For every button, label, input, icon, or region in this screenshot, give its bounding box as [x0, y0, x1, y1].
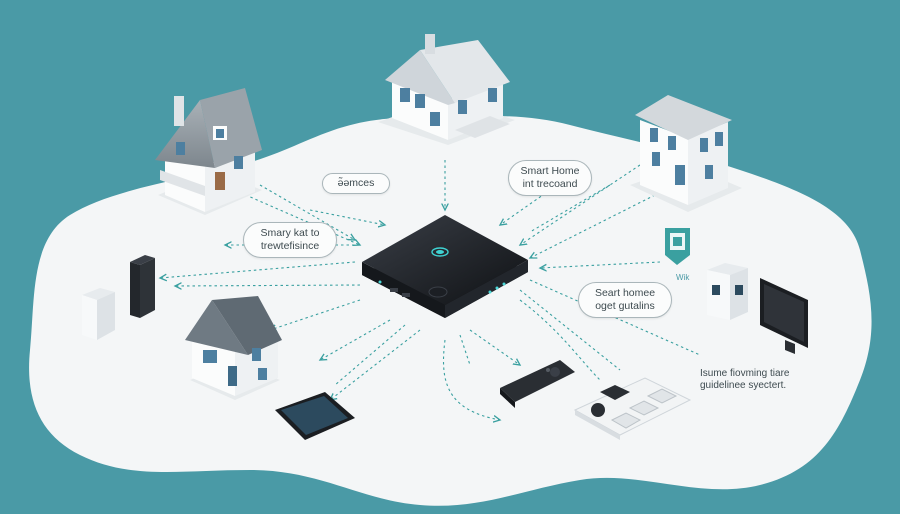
house-top-left: [155, 88, 262, 215]
monitor-icon: [760, 278, 808, 354]
bubble-right-line-2: oget gutalins: [595, 300, 655, 312]
bubble-left-line-2: trewtefisince: [260, 240, 320, 252]
smart-plug-device-icon: [82, 288, 115, 340]
location-pin-icon: [665, 228, 690, 265]
smart-switch-panel-icon: [573, 377, 692, 440]
tablet-icon: [275, 392, 355, 440]
bubble-top-left-text: ə̃əmces: [337, 177, 375, 189]
smart-remote-icon: [500, 360, 575, 408]
house-bottom-left: [185, 296, 282, 400]
server-tower-icon: [130, 255, 155, 318]
note-bottom-right-line-1: Isume fiovming tiare: [700, 368, 790, 379]
note-bottom-right: Isume fiovming tiare guidelinee syectert…: [700, 368, 789, 392]
bubble-top-right: Smart Home int trecoand: [508, 160, 592, 196]
bubble-left: Smary kat to trewtefisince: [243, 222, 337, 258]
bubble-top-left: ə̃əmces: [322, 173, 390, 194]
bubble-left-line-1: Smary kat to: [260, 227, 320, 239]
smart-device-box-icon: [707, 263, 748, 320]
note-bottom-right-line-2: guidelinee syectert.: [700, 380, 787, 391]
house-top-center: [378, 34, 515, 145]
bubble-top-right-line-1: Smart Home: [520, 165, 580, 177]
bubble-right: Seart homee oget gutalins: [578, 282, 672, 318]
bubble-top-right-line-2: int trecoand: [522, 178, 578, 190]
bubble-right-line-1: Seart homee: [594, 287, 656, 299]
router-hub-icon: [362, 215, 528, 318]
house-top-right: [630, 95, 742, 212]
device-small-label: Wik: [676, 273, 690, 282]
